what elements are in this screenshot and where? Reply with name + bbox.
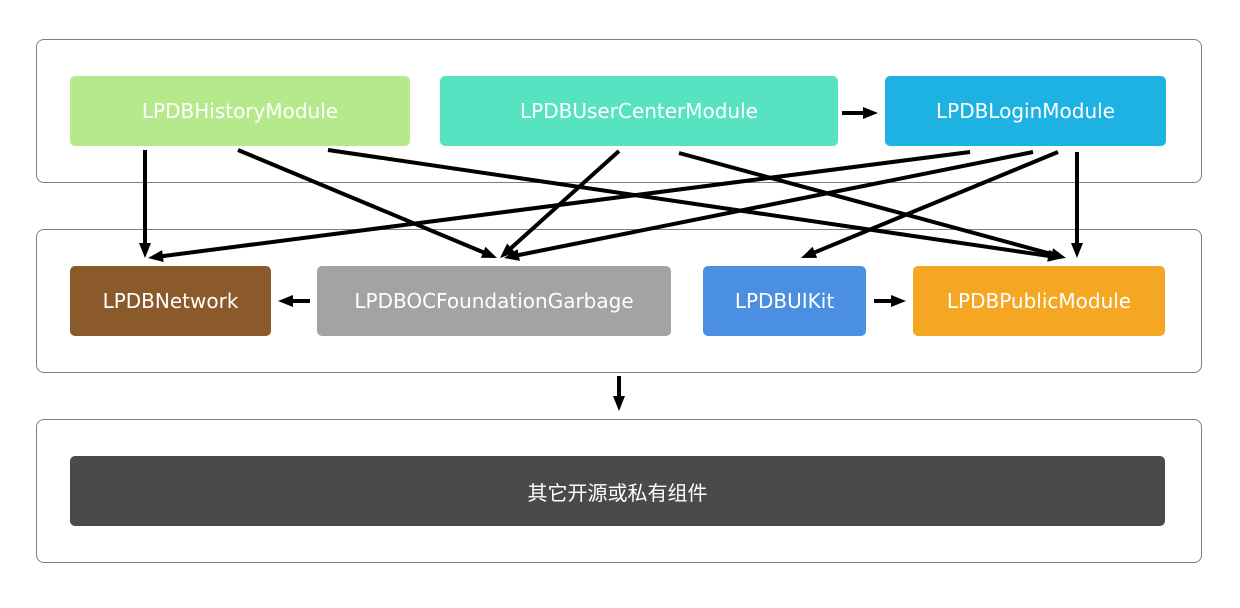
network-label: LPDBNetwork [102, 289, 239, 313]
uikit-node: LPDBUIKit [703, 266, 866, 336]
history-module-node: LPDBHistoryModule [70, 76, 410, 146]
usercenter-module-node: LPDBUserCenterModule [440, 76, 838, 146]
other-components-node: 其它开源或私有组件 [70, 456, 1165, 526]
login-module-label: LPDBLoginModule [935, 99, 1115, 123]
public-module-label: LPDBPublicModule [946, 289, 1132, 313]
oc-foundation-garbage-label: LPDBOCFoundationGarbage [354, 289, 634, 313]
public-module-node: LPDBPublicModule [913, 266, 1165, 336]
login-module-node: LPDBLoginModule [885, 76, 1166, 146]
other-components-label: 其它开源或私有组件 [527, 480, 708, 505]
usercenter-module-label: LPDBUserCenterModule [520, 99, 758, 123]
oc-foundation-garbage-node: LPDBOCFoundationGarbage [317, 266, 671, 336]
arrow-head [613, 396, 625, 411]
history-module-label: LPDBHistoryModule [141, 99, 339, 123]
arrow-common-layer-to-third-party-layer [613, 376, 625, 411]
network-node: LPDBNetwork [70, 266, 271, 336]
uikit-label: LPDBUIKit [734, 289, 835, 313]
